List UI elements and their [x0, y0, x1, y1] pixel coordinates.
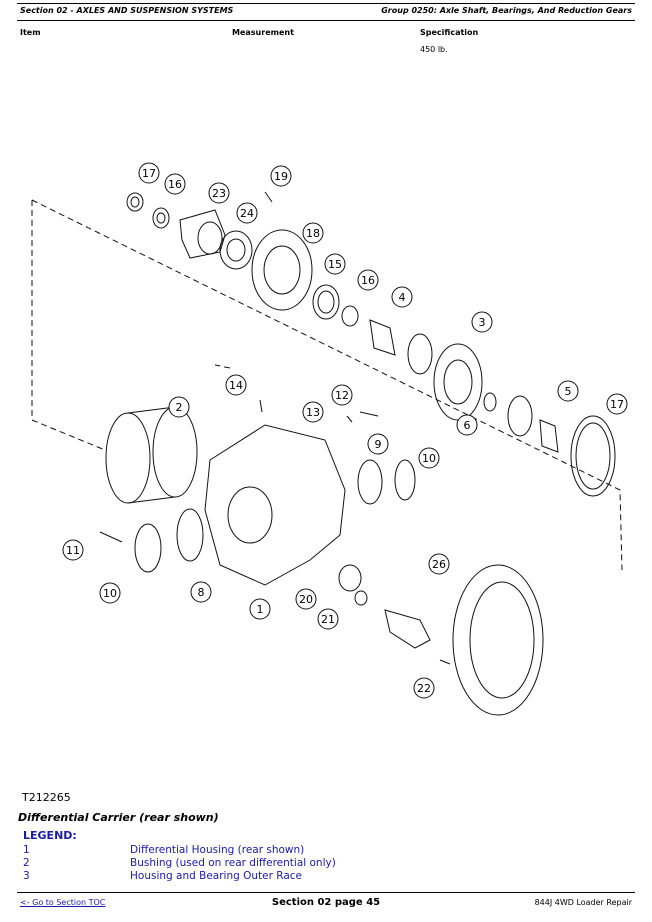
callout-20: 19 [274, 170, 288, 183]
legend-text-3: Housing and Bearing Outer Race [130, 870, 302, 882]
legend-num-3: 3 [23, 870, 30, 882]
callout-9: 9 [375, 438, 382, 451]
legend-title: LEGEND: [23, 829, 77, 842]
callout-23: 22 [417, 682, 431, 695]
callout-10b: 10 [103, 587, 117, 600]
group-title: Group 0250: Axle Shaft, Bearings, And Re… [381, 6, 632, 15]
legend-num-1: 1 [23, 844, 30, 856]
callout-21: 20 [299, 593, 313, 606]
callout-2: 2 [176, 401, 183, 414]
exploded-diagram: 17 16 23 24 19 18 15 16 4 3 5 17 6 2 14 … [31, 162, 628, 716]
callout-25: 24 [240, 207, 254, 220]
figure-caption: Differential Carrier (rear shown) [18, 811, 219, 824]
callout-4: 4 [399, 291, 406, 304]
callout-22: 21 [321, 613, 335, 626]
legend-text-1: Differential Housing (rear shown) [130, 844, 305, 856]
callout-24: 23 [212, 187, 226, 200]
callout-8: 8 [198, 586, 205, 599]
callout-17: 17 [142, 167, 156, 180]
callout-10a: 10 [422, 452, 436, 465]
callout-15: 15 [328, 258, 342, 271]
callout-11: 11 [66, 544, 80, 557]
callout-3: 3 [479, 316, 486, 329]
section-title: Section 02 - AXLES AND SUSPENSION SYSTEM… [20, 6, 234, 15]
callout-1: 1 [257, 603, 264, 616]
callout-19: 18 [306, 227, 320, 240]
page-number: Section 02 page 45 [271, 897, 381, 908]
figure-id: T212265 [22, 791, 71, 804]
col-item-header: Item [20, 28, 41, 37]
legend-text-2: Bushing (used on rear differential only) [130, 857, 336, 869]
callout-26: 26 [432, 558, 446, 571]
callout-12: 12 [335, 389, 349, 402]
legend-num-2: 2 [23, 857, 30, 869]
callout-16a: 16 [168, 178, 182, 191]
document-title: 844J 4WD Loader Repair [534, 898, 632, 907]
callout-18: 17 [610, 398, 624, 411]
callout-6: 6 [464, 419, 471, 432]
callout-16b: 16 [361, 274, 375, 287]
callout-5: 5 [565, 385, 572, 398]
specification-value: 450 lb. [420, 45, 448, 54]
toc-link[interactable]: <- Go to Section TOC [20, 898, 106, 907]
col-measurement-header: Measurement [232, 28, 294, 37]
callout-14: 14 [229, 379, 243, 392]
callout-13: 13 [306, 406, 320, 419]
col-specification-header: Specification [420, 28, 479, 37]
